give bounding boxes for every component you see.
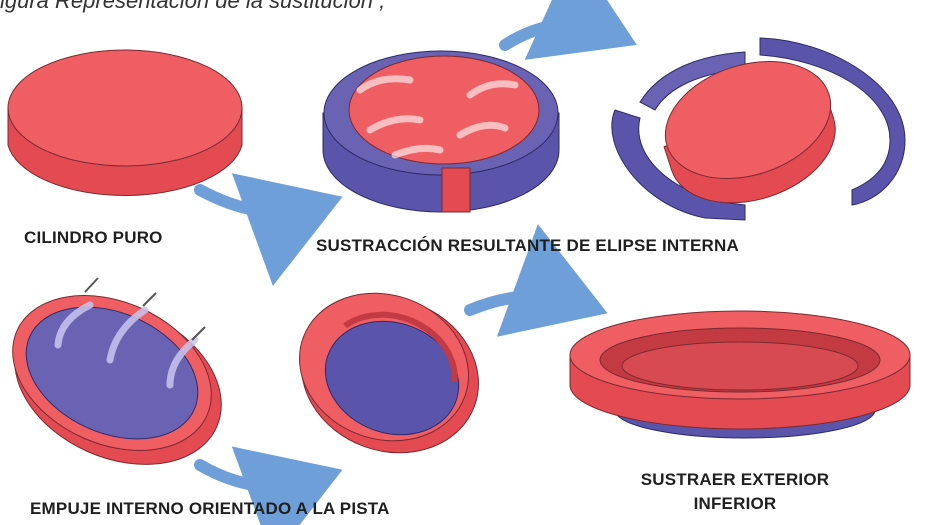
- label-step-2: SUSTRACCIÓN RESULTANTE DE ELIPSE INTERNA: [316, 236, 739, 255]
- solid-cylinder: [7, 49, 243, 196]
- label-step-1: CILINDRO PURO: [24, 228, 163, 247]
- cylinder-with-inner-ellipse: [322, 50, 560, 213]
- shallow-tray: [569, 310, 911, 439]
- label-step-4-line-1: SUSTRAER EXTERIOR: [640, 470, 830, 489]
- label-step-4-line-2: INFERIOR: [693, 494, 777, 513]
- figure-caption: igura Representación de la sustitución ,: [0, 0, 386, 13]
- swirl-arrow-icon: [356, 75, 519, 159]
- separated-ring-and-ellipse: [611, 37, 906, 221]
- blue-topped-disc: [12, 277, 222, 465]
- ring-cup: [299, 292, 479, 454]
- label-step-3: EMPUJE INTERNO ORIENTADO A LA PISTA: [30, 499, 390, 518]
- push-arrow-icon: [54, 301, 199, 389]
- curved-arrow-icon: [194, 0, 637, 525]
